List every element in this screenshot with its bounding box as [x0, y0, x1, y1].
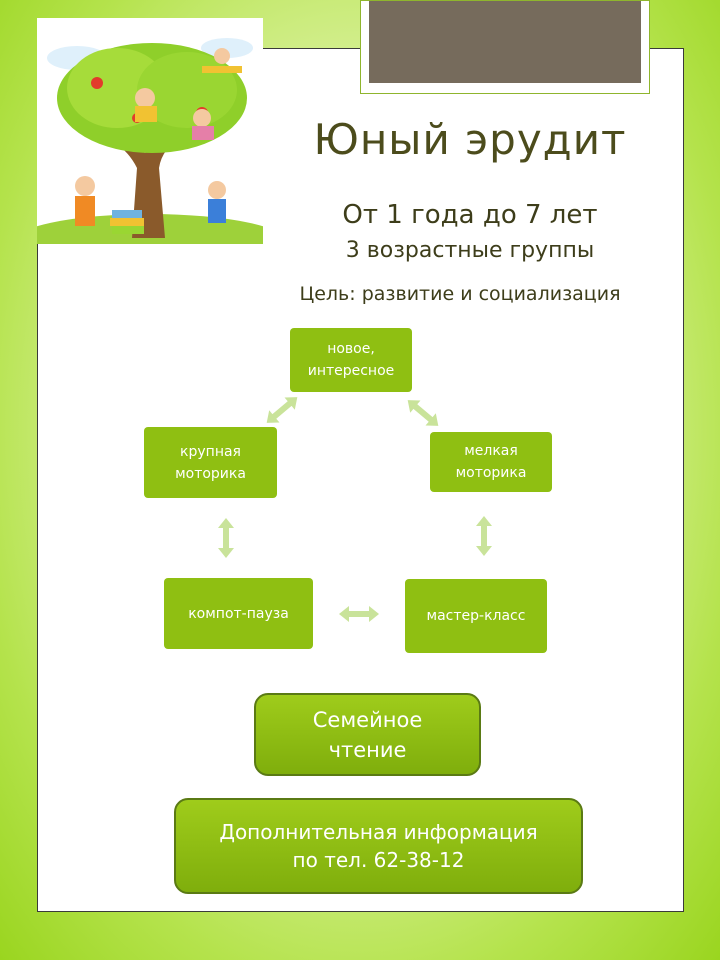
cycle-node-master-class: мастер-класс — [405, 579, 547, 653]
cycle-node-new-interesting: новое, интересное — [290, 328, 412, 392]
arrow-left-bottom — [218, 518, 234, 558]
tree-picture — [37, 38, 263, 244]
children-tree-illustration — [37, 18, 263, 244]
header-tab — [360, 0, 650, 94]
goal-text: Цель: развитие и социализация — [299, 283, 621, 305]
age-range: От 1 года до 7 лет — [342, 200, 598, 230]
page-title: Юный эрудит — [313, 115, 627, 164]
age-groups: 3 возрастные группы — [345, 238, 595, 263]
cycle-node-compote-pause: компот-пауза — [164, 578, 313, 649]
header-tab-fill — [369, 1, 641, 83]
family-reading-button[interactable]: Семейное чтение — [254, 693, 481, 776]
arrow-bottom — [339, 606, 379, 622]
cycle-node-gross-motor: крупная моторика — [144, 427, 277, 498]
arrow-left-top — [266, 397, 298, 423]
cycle-node-fine-motor: мелкая моторика — [430, 432, 552, 492]
more-info-button[interactable]: Дополнительная информация по тел. 62-38-… — [174, 798, 583, 894]
arrow-top-right — [407, 400, 439, 426]
arrow-right-bottom — [476, 516, 492, 556]
